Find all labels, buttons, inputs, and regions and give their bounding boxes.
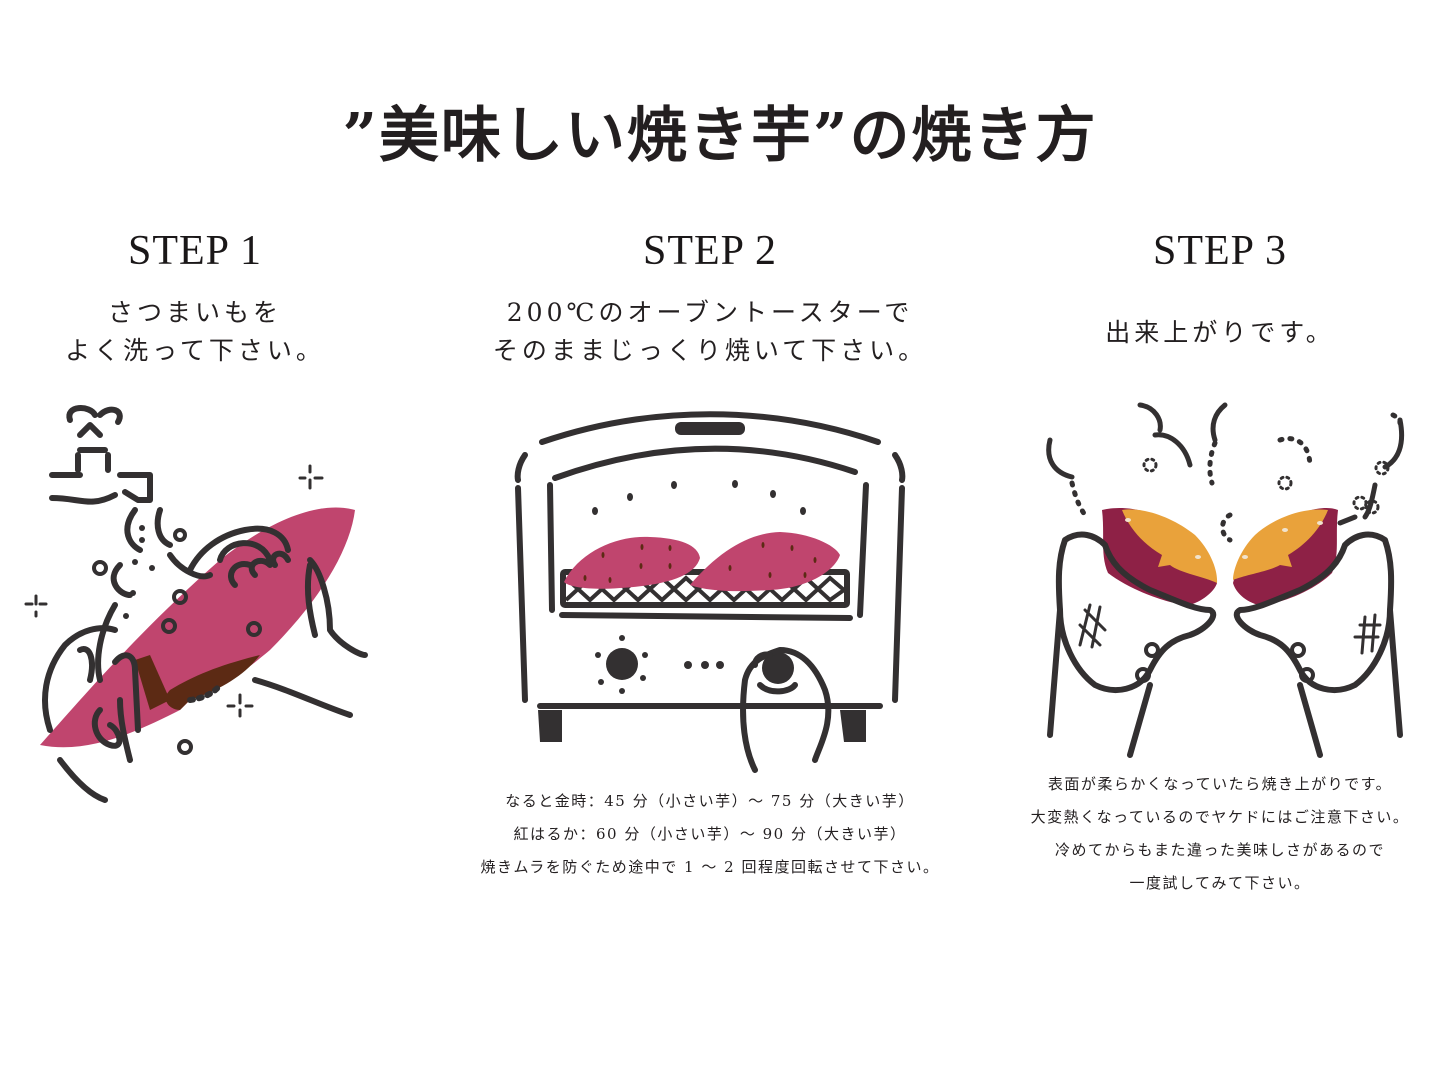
step-3-description: 出来上がりです。 [1000, 314, 1440, 352]
step-2-description-line: そのままじっくり焼いて下さい。 [492, 336, 928, 365]
step-3-note: 大変熱くなっているのでヤケドにはご注意下さい。 [1030, 808, 1410, 826]
step-1-description: さつまいもを よく洗って下さい。 [0, 294, 390, 370]
step-3-notes: 表面が柔らかくなっていたら焼き上がりです。 大変熱くなっているのでヤケドにはご注… [1000, 768, 1440, 900]
step-3-heading: STEP 3 [1153, 228, 1287, 274]
step-2-description: 200℃のオーブントースターで そのままじっくり焼いて下さい。 [450, 294, 970, 370]
step-2-note: 紅はるか：60 分（小さい芋）～ 90 分（大きい芋） [513, 825, 907, 843]
step-1-heading: STEP 1 [128, 228, 262, 274]
step-3-note: 表面が柔らかくなっていたら焼き上がりです。 [1047, 775, 1393, 793]
step-3-note: 冷めてからもまた違った美味しさがあるので [1054, 841, 1385, 859]
step-2-notes: なると金時：45 分（小さい芋）～ 75 分（大きい芋） 紅はるか：60 分（小… [450, 785, 970, 884]
step-3-note: 一度試してみて下さい。 [1129, 874, 1311, 892]
step-2-heading: STEP 2 [643, 228, 777, 274]
step-2-description-line: 200℃のオーブントースターで [506, 298, 914, 327]
washing-sweet-potato-icon [24, 405, 368, 803]
toaster-oven-icon [514, 411, 906, 773]
step-2-note: なると金時：45 分（小さい芋）～ 75 分（大きい芋） [505, 792, 915, 810]
step-2-note: 焼きムラを防ぐため途中で 1 ～ 2 回程度回転させて下さい。 [480, 858, 940, 876]
step-1-description-line: さつまいもを [107, 298, 282, 327]
step-3-description-line: 出来上がりです。 [1105, 318, 1335, 347]
step-1-description-line: よく洗って下さい。 [65, 336, 325, 365]
page-title: ”美味しい焼き芋”の焼き方 [342, 101, 1098, 171]
baked-sweet-potato-icon [1046, 402, 1405, 758]
